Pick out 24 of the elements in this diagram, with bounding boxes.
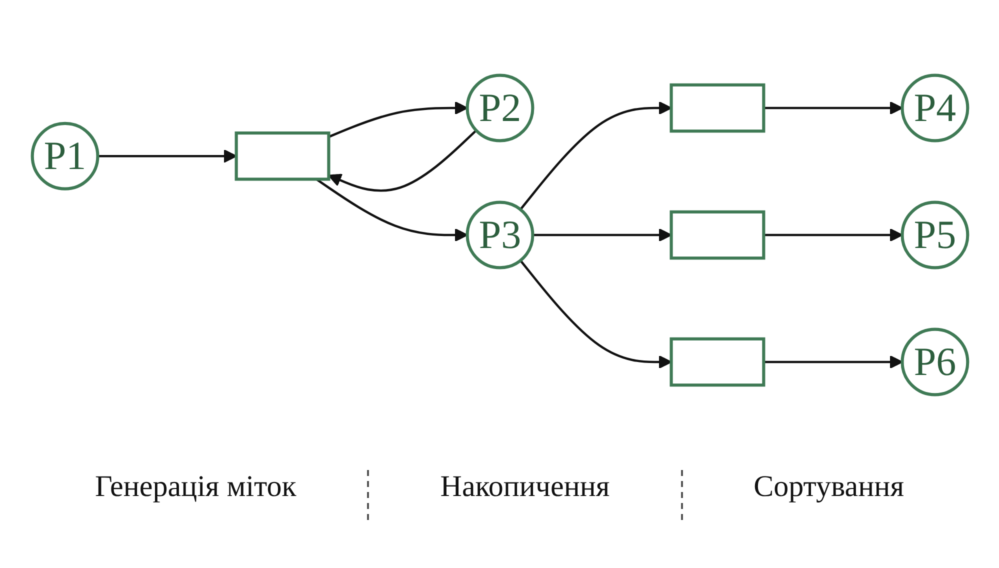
node-box <box>234 131 330 181</box>
node-box <box>669 83 765 133</box>
node-circle <box>465 200 534 270</box>
node-circle <box>30 122 99 190</box>
section-label: Генерація міток <box>94 470 298 505</box>
node-circle <box>465 74 534 142</box>
petri-net-drawing: P1 P2 P3 P4 P5 P6 <box>20 62 980 407</box>
node-circle <box>900 200 969 270</box>
arrow <box>763 228 902 242</box>
arrow <box>328 101 468 138</box>
arrow <box>763 101 902 115</box>
arrow <box>519 260 672 369</box>
arrow <box>315 178 468 242</box>
arrow <box>763 355 902 369</box>
node-circle <box>900 328 969 396</box>
arrow <box>519 101 672 210</box>
arrow <box>532 228 672 242</box>
node-box <box>669 210 765 260</box>
arrow <box>97 149 236 163</box>
section-label: Накопичення <box>439 470 611 505</box>
arrow <box>328 130 476 192</box>
node-box <box>669 337 765 387</box>
section-label: Сортування <box>752 470 905 505</box>
node-circle <box>900 74 969 142</box>
